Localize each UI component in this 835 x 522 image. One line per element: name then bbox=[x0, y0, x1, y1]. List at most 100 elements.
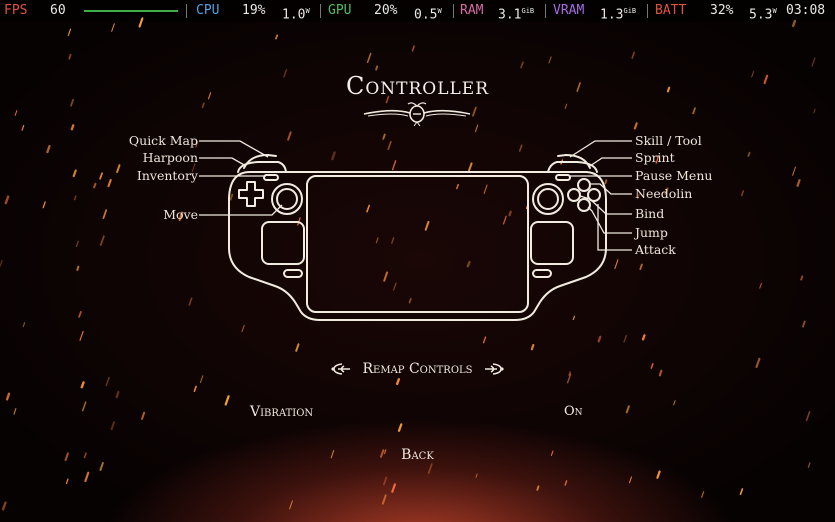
ember-particle bbox=[70, 124, 75, 131]
face-button-y bbox=[577, 178, 591, 192]
ember-particle bbox=[289, 500, 293, 510]
frametime-graph bbox=[84, 10, 178, 12]
ember-particle bbox=[576, 82, 581, 92]
ember-particle bbox=[102, 209, 108, 220]
overlay-divider bbox=[186, 4, 187, 18]
ember-particle bbox=[572, 315, 576, 321]
ember-particle bbox=[21, 124, 25, 131]
ember-particle bbox=[650, 362, 654, 369]
left-shoulder-bumper bbox=[237, 161, 287, 173]
ember-particle bbox=[73, 195, 77, 201]
label-inventory: Inventory bbox=[136, 168, 198, 183]
ember-particle bbox=[393, 282, 397, 291]
back-button[interactable]: Back bbox=[401, 447, 434, 463]
selection-fleur-left-icon bbox=[331, 363, 351, 375]
ember-particle bbox=[424, 220, 430, 231]
ember-particle bbox=[508, 210, 512, 217]
ember-particle bbox=[536, 485, 540, 491]
ember-particle bbox=[755, 357, 761, 369]
ember-particle bbox=[241, 324, 245, 333]
ember-particle bbox=[641, 334, 646, 341]
left-quick-button bbox=[283, 269, 303, 278]
ember-particle bbox=[99, 235, 105, 246]
ember-particle bbox=[701, 491, 705, 498]
device-body bbox=[228, 171, 607, 321]
ember-particle bbox=[391, 160, 397, 171]
ember-particle bbox=[411, 45, 415, 52]
overlay-divider bbox=[545, 4, 546, 18]
ember-particle bbox=[614, 259, 619, 270]
ember-particle bbox=[105, 376, 110, 387]
ember-particle bbox=[811, 57, 816, 67]
ember-particle bbox=[224, 395, 230, 406]
label-skill-tool: Skill / Tool bbox=[635, 133, 702, 148]
gpu-power: 0.5W bbox=[414, 7, 442, 23]
ember-particle bbox=[42, 201, 46, 209]
ember-particle bbox=[751, 71, 755, 78]
vibration-option[interactable]: Vibration bbox=[250, 404, 314, 420]
ember-particle bbox=[191, 163, 196, 172]
ember-particle bbox=[385, 95, 390, 104]
remap-controls-button[interactable]: Remap Controls bbox=[0, 361, 835, 377]
leader-sprint bbox=[589, 157, 632, 167]
ember-particle bbox=[65, 478, 69, 485]
right-quick-button bbox=[532, 269, 552, 278]
ember-particle bbox=[391, 483, 396, 493]
vram-value: 1.3GiB bbox=[600, 7, 637, 23]
ember-particle bbox=[295, 343, 300, 352]
overlay-divider bbox=[453, 4, 454, 18]
remap-controls-label: Remap Controls bbox=[362, 361, 473, 377]
ember-particle bbox=[382, 133, 386, 140]
ember-particle bbox=[397, 423, 403, 432]
ember-particle bbox=[625, 405, 630, 414]
ember-particle bbox=[331, 151, 336, 161]
ember-particle bbox=[229, 193, 234, 201]
ember-particle bbox=[813, 108, 816, 114]
ember-particle bbox=[375, 237, 379, 244]
ember-particle bbox=[692, 107, 696, 115]
leader-attack bbox=[597, 204, 632, 251]
ember-particle bbox=[80, 381, 85, 389]
ember-particle bbox=[22, 322, 26, 328]
label-sprint: Sprint bbox=[635, 150, 675, 165]
label-harpoon: Harpoon bbox=[142, 150, 198, 165]
ember-particle bbox=[375, 65, 379, 71]
ember-particle bbox=[188, 297, 193, 306]
ember-particle bbox=[483, 184, 488, 194]
vram-label: VRAM bbox=[553, 3, 585, 18]
clock: 03:08 bbox=[786, 3, 826, 18]
leader-harpoon bbox=[199, 157, 247, 167]
selection-fleur-right-icon bbox=[484, 363, 504, 375]
ember-particle bbox=[597, 335, 602, 343]
ember-particle bbox=[383, 271, 389, 282]
battery-label: BATT bbox=[655, 3, 687, 18]
ember-particle bbox=[747, 151, 751, 157]
ember-particle bbox=[802, 320, 806, 328]
ember-particle bbox=[99, 462, 104, 471]
label-pause-menu: Pause Menu bbox=[635, 168, 713, 183]
ember-particle bbox=[548, 56, 552, 64]
ember-particle bbox=[68, 53, 72, 60]
ember-particle bbox=[275, 34, 279, 40]
performance-overlay: FPS 60 CPU 19% 1.0W GPU 20% 0.5W RAM 3.1… bbox=[0, 0, 835, 22]
ember-particle bbox=[564, 480, 568, 486]
left-stick bbox=[271, 183, 303, 215]
ember-particle bbox=[482, 336, 487, 344]
device-screen bbox=[306, 175, 529, 313]
ember-particle bbox=[70, 98, 74, 107]
ember-particle bbox=[99, 172, 103, 180]
ember-particle bbox=[81, 401, 87, 412]
ember-particle bbox=[564, 103, 568, 109]
ember-particle bbox=[283, 69, 287, 78]
vibration-value[interactable]: On bbox=[564, 404, 583, 419]
ember-particle bbox=[631, 51, 635, 59]
ember-particle bbox=[739, 488, 744, 496]
overlay-divider bbox=[647, 4, 648, 18]
gpu-percent: 20% bbox=[374, 3, 398, 18]
ember-particle bbox=[740, 190, 745, 197]
ember-particle bbox=[178, 211, 184, 221]
ember-particle bbox=[639, 263, 643, 271]
ember-particle bbox=[467, 162, 473, 173]
cpu-percent: 19% bbox=[242, 3, 266, 18]
ember-particle bbox=[199, 375, 204, 384]
